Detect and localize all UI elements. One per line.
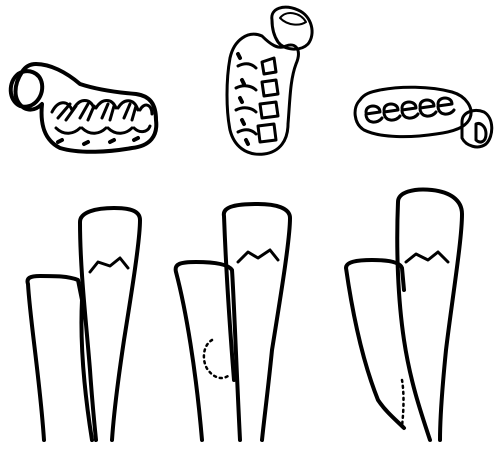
hand-1-creases xyxy=(56,126,150,133)
hand-drawing-3 xyxy=(355,87,492,147)
bones-3-joint xyxy=(406,252,448,262)
bones-3-dotted-fragment xyxy=(402,380,404,426)
hand-2-nails xyxy=(258,58,278,142)
bones-2-dotted-fragment xyxy=(204,340,228,378)
hand-1-fingertips xyxy=(58,138,138,144)
forearm-bones-2 xyxy=(176,204,290,442)
forearm-bones-1 xyxy=(28,208,141,440)
bones-3-radius xyxy=(346,260,404,428)
bones-3-ulna xyxy=(397,190,462,441)
forearm-bones-3 xyxy=(346,190,462,441)
hand-drawing-1 xyxy=(11,64,157,152)
hand-3-thumbnail xyxy=(476,123,486,142)
hand-drawing-2 xyxy=(227,7,312,154)
bones-2-joint xyxy=(238,250,278,262)
bones-1-joint xyxy=(90,258,128,272)
hand-2-thumbnail xyxy=(280,13,306,25)
hand-3-fingerpads xyxy=(366,98,454,122)
